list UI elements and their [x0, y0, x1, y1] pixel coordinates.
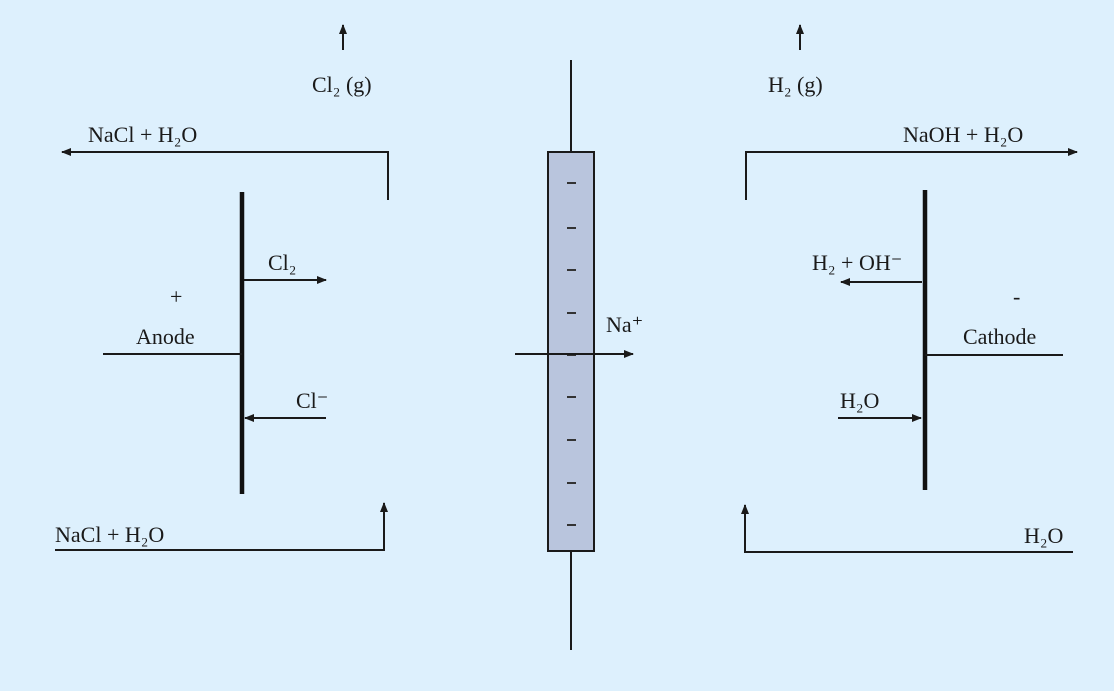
- left-outlet-pipe: [61, 148, 389, 200]
- right-outlet-label: NaOH + H₂O: [903, 122, 1023, 147]
- anode-sign: +: [170, 284, 182, 309]
- cl2-product-label: Cl₂: [268, 250, 296, 275]
- cathode-sign: -: [1013, 284, 1020, 309]
- h2-oh-product-label: H₂ + OH⁻: [812, 250, 902, 275]
- left-inlet-label: NaCl + H₂O: [55, 522, 164, 547]
- ion-exchange-membrane: [547, 151, 595, 552]
- right-inlet-label: H₂O: [1024, 523, 1063, 548]
- left-outlet-label: NaCl + H₂O: [88, 122, 197, 147]
- cl2-gas-label: Cl₂ (g): [312, 72, 372, 97]
- sodium-ion-label: Na⁺: [606, 312, 643, 337]
- water-reactant-label: H₂O: [840, 388, 879, 413]
- right-inlet-pipe: [741, 504, 1073, 553]
- left-inlet-pipe: [55, 502, 388, 551]
- chloride-label: Cl⁻: [296, 388, 328, 413]
- right-outlet-pipe: [745, 148, 1078, 200]
- h2-gas-label: H₂ (g): [768, 72, 823, 97]
- anode-label: Anode: [136, 324, 195, 349]
- cathode-label: Cathode: [963, 324, 1036, 349]
